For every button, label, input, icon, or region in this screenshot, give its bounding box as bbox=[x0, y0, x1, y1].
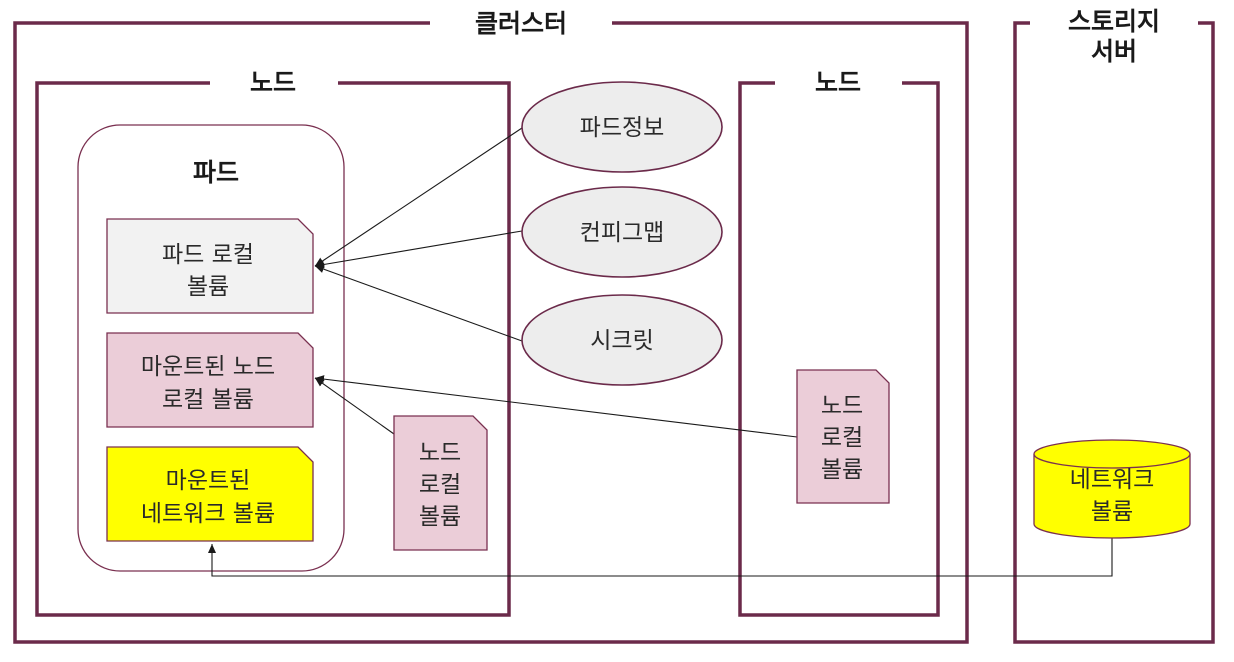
pod-info-label: 파드정보 bbox=[580, 115, 665, 141]
mounted-network-volume-line1: 마운트된 bbox=[166, 468, 251, 494]
node-local-volume-right: 노드 로컬 볼륨 bbox=[796, 369, 890, 504]
configmap-label: 컨피그맵 bbox=[580, 220, 665, 246]
node-local-volume-left-line1: 노드 bbox=[419, 440, 461, 466]
storage-server-title-line1: 스토리지 bbox=[1068, 7, 1160, 36]
connectors bbox=[208, 127, 1113, 577]
mounted-network-volume: 마운트된 네트워크 볼륨 bbox=[106, 446, 314, 542]
cluster-frame: 클러스터 bbox=[13, 9, 969, 644]
mounted-network-volume-line2: 네트워크 볼륨 bbox=[141, 501, 275, 527]
node-local-volume-right-line3: 볼륨 bbox=[821, 457, 863, 483]
configmap-link bbox=[314, 230, 523, 269]
configmap-ellipse: 컨피그맵 bbox=[521, 186, 723, 278]
pod-local-volume: 파드 로컬 볼륨 bbox=[106, 218, 314, 314]
network-volume-line2: 볼륨 bbox=[1091, 499, 1133, 525]
node-local-volume-left-line2: 로컬 bbox=[419, 472, 461, 498]
node-local-volume-left: 노드 로컬 볼륨 bbox=[393, 415, 488, 551]
storage-server-title-line2: 서버 bbox=[1091, 37, 1137, 66]
node-local-volume-right-line2: 로컬 bbox=[821, 425, 863, 451]
node-left-title: 노드 bbox=[250, 68, 296, 97]
node-right-frame: 노드 bbox=[738, 68, 940, 617]
cluster-title: 클러스터 bbox=[475, 9, 567, 38]
secret-ellipse: 시크릿 bbox=[521, 294, 723, 386]
network-volume-line1: 네트워크 bbox=[1070, 467, 1155, 493]
pod-title: 파드 bbox=[193, 158, 239, 187]
pod-info-link bbox=[314, 127, 523, 267]
node-local-volume-right-line1: 노드 bbox=[821, 393, 863, 419]
mounted-node-local-volume: 마운트된 노드 로컬 볼륨 bbox=[106, 332, 314, 428]
secret-link bbox=[314, 265, 523, 342]
mounted-node-local-volume-line2: 로컬 볼륨 bbox=[162, 387, 254, 413]
storage-server-frame: 스토리지 서버 bbox=[1013, 7, 1215, 644]
node-left-frame: 노드 bbox=[35, 68, 511, 617]
pod-info-ellipse: 파드정보 bbox=[521, 81, 723, 173]
secret-label: 시크릿 bbox=[590, 328, 653, 354]
pod-local-volume-line1: 파드 로컬 bbox=[162, 242, 254, 268]
node-right-title: 노드 bbox=[815, 68, 861, 97]
mounted-node-local-volume-line1: 마운트된 노드 bbox=[141, 354, 275, 380]
node-local-volume-left-line3: 볼륨 bbox=[419, 504, 461, 530]
pod-local-volume-line2: 볼륨 bbox=[187, 274, 229, 300]
left-node-volume-link bbox=[314, 377, 395, 435]
right-node-volume-link bbox=[314, 375, 798, 438]
network-volume-cylinder: 네트워크 볼륨 bbox=[1033, 439, 1191, 539]
network-volume-link bbox=[208, 538, 1113, 577]
